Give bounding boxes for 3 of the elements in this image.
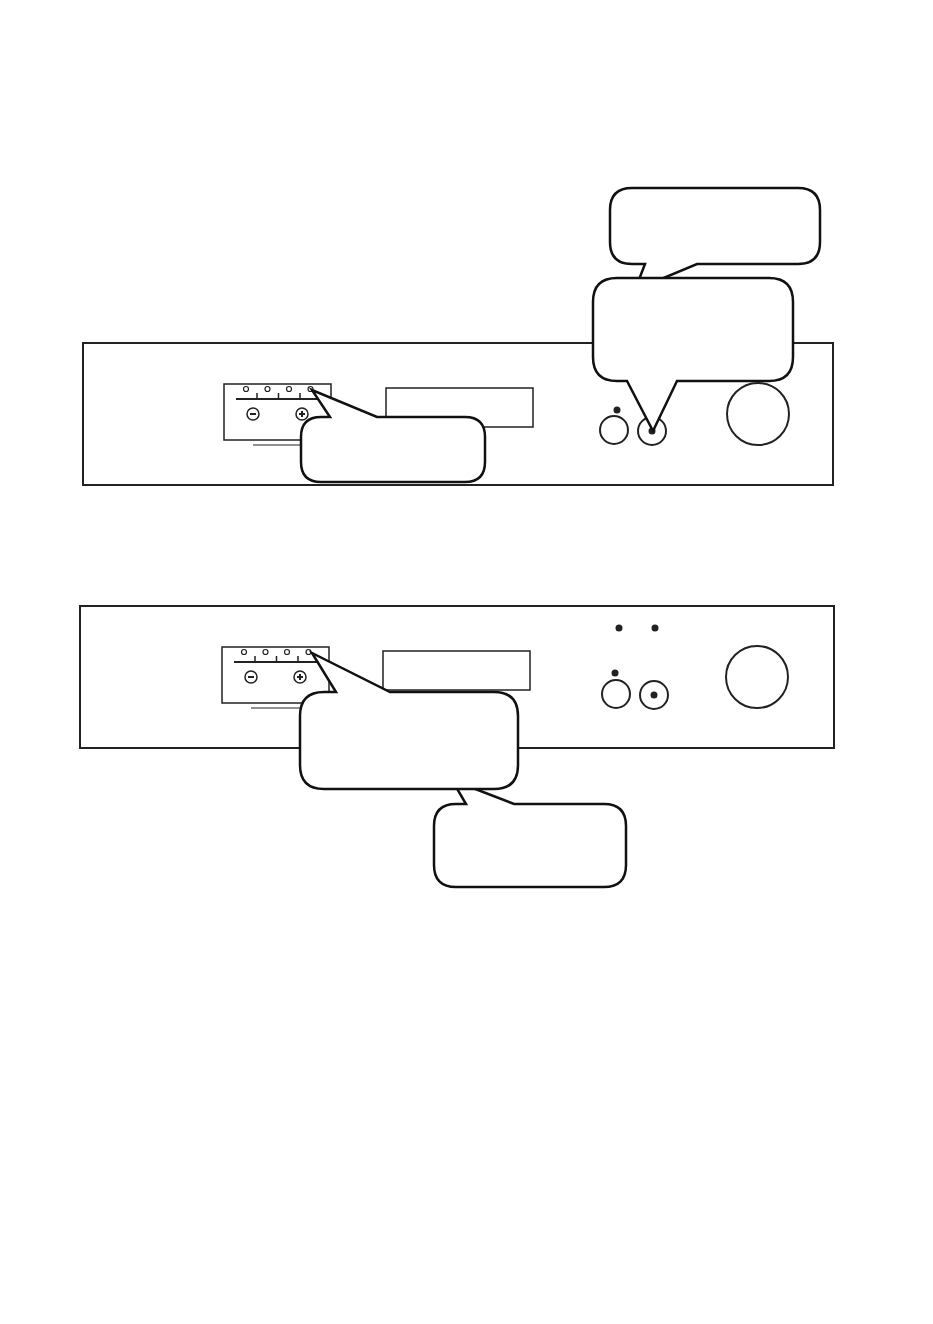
speech-bubble [299, 388, 487, 484]
speech-bubble [591, 276, 795, 433]
speech-bubble [298, 651, 520, 791]
